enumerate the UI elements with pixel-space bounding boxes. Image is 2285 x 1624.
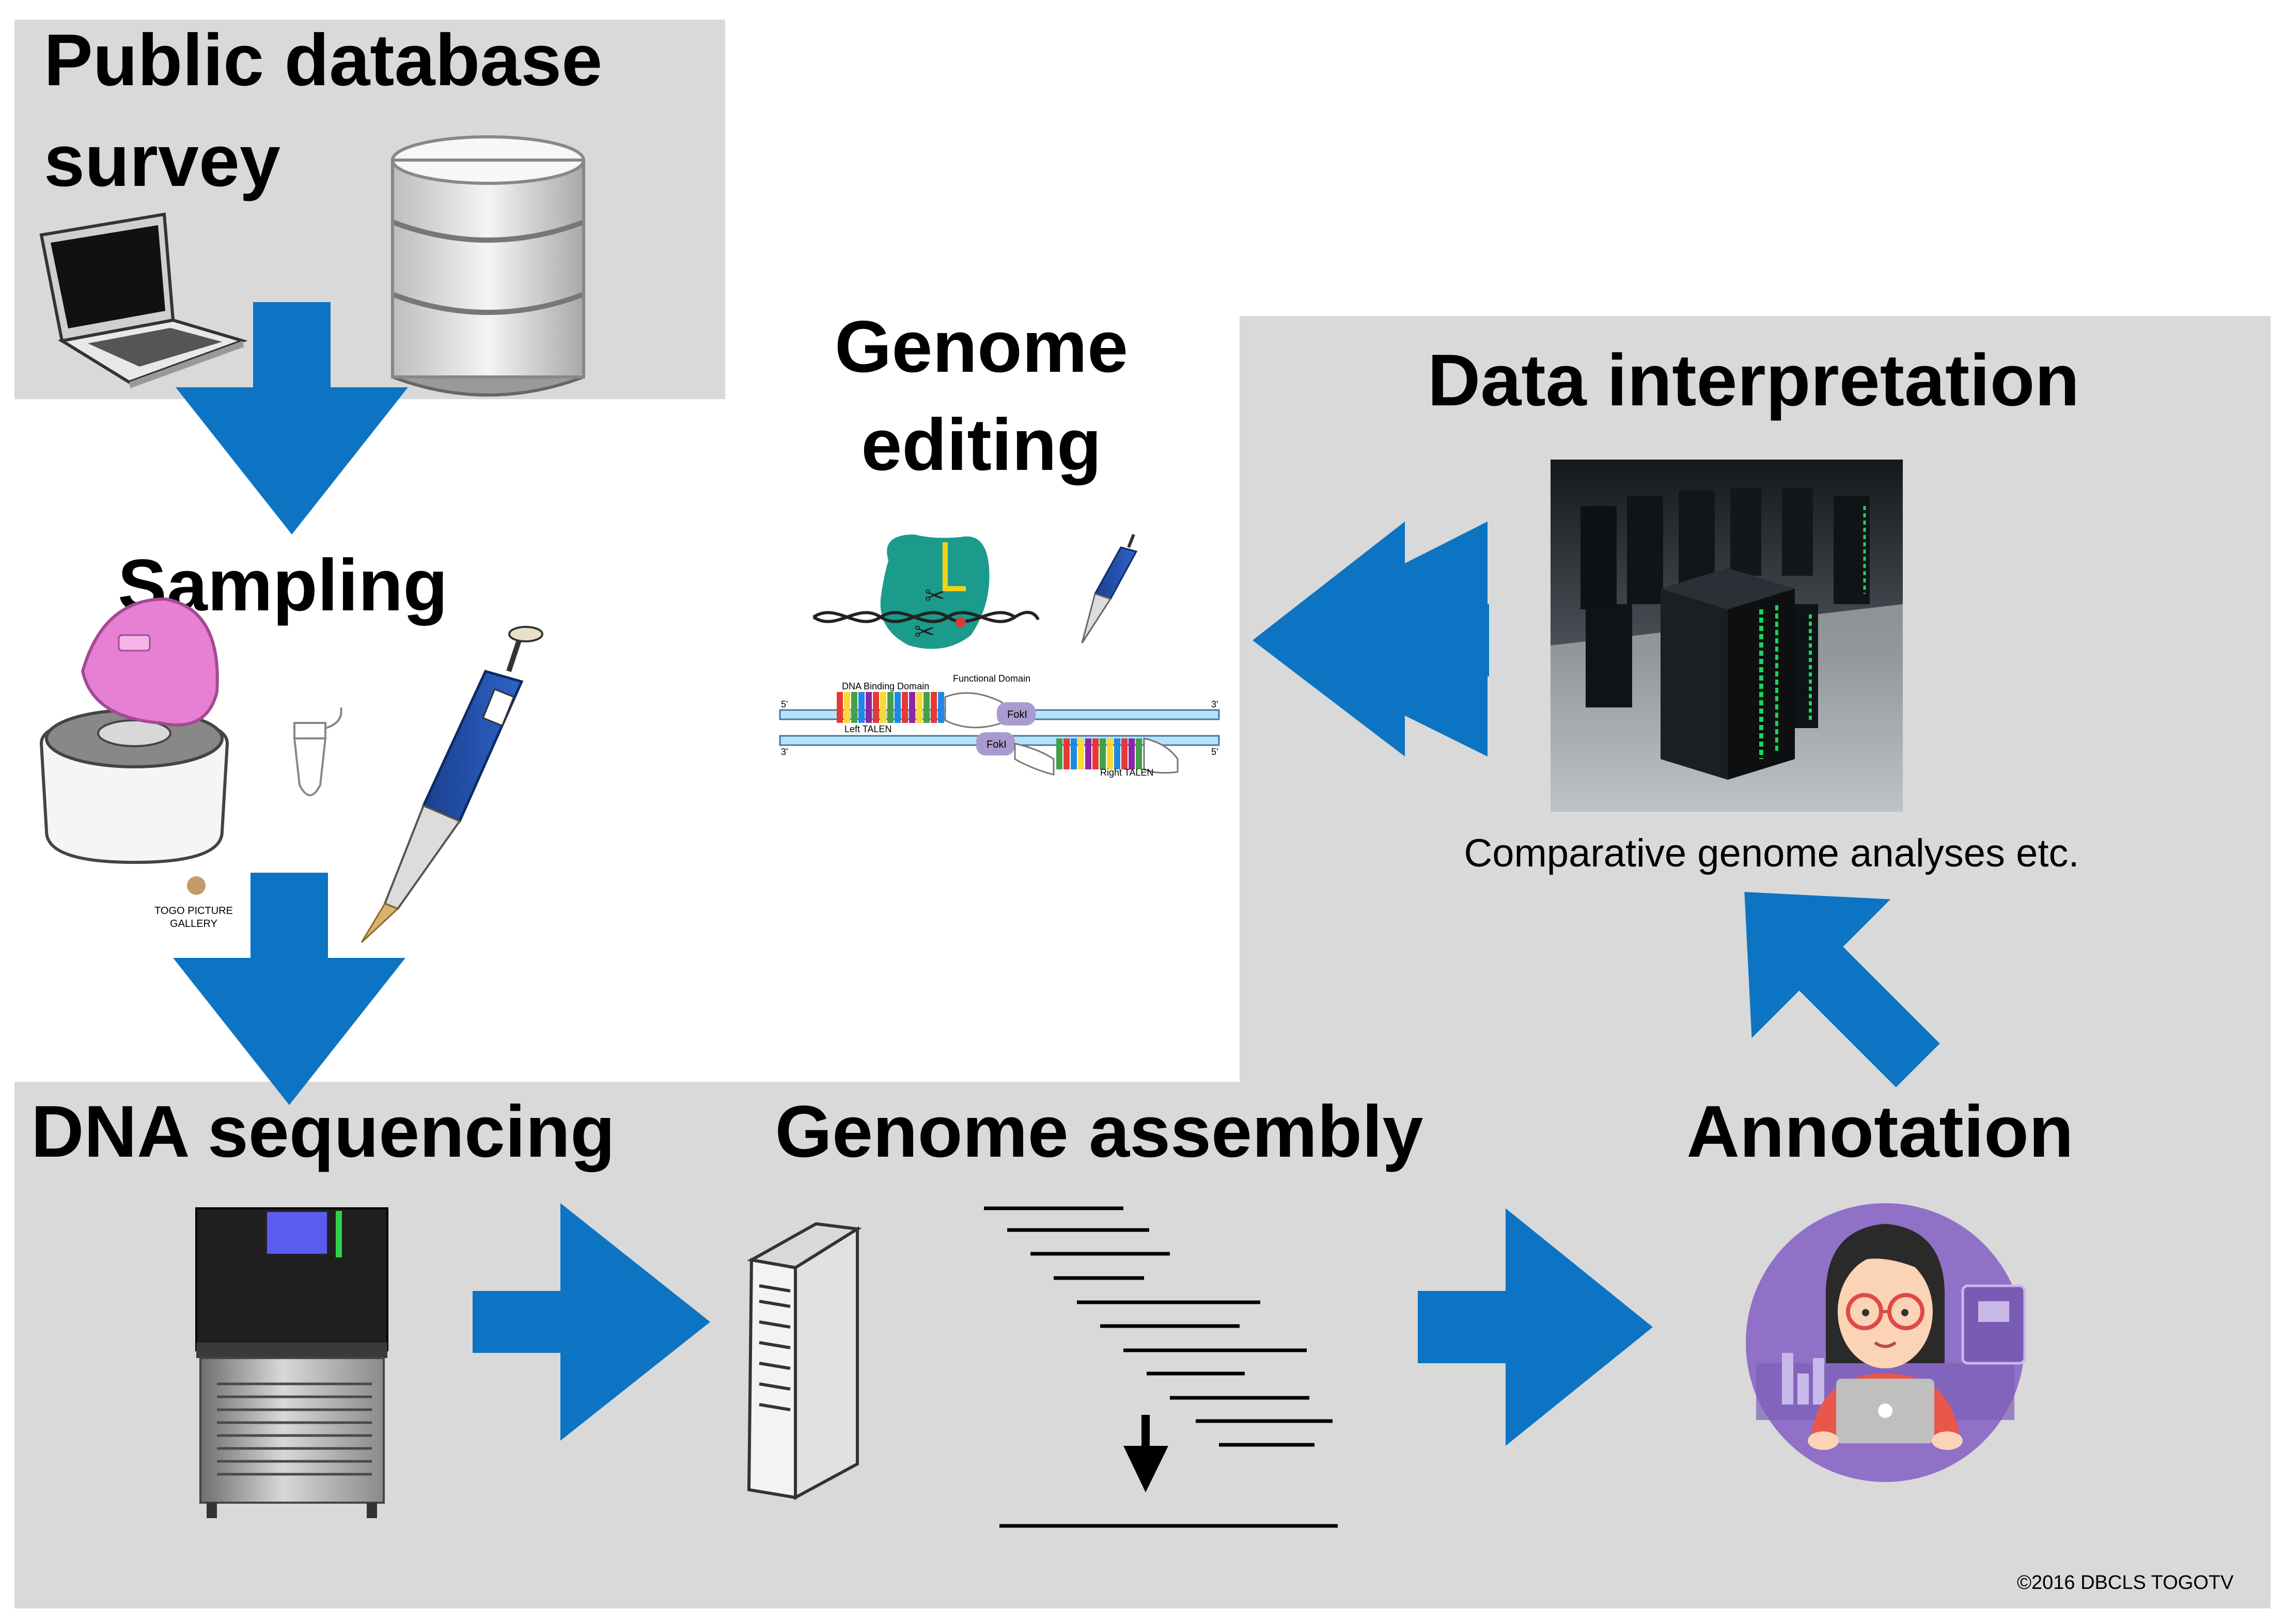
arrow-sequencing-to-assembly bbox=[473, 1203, 710, 1441]
arrow-interpretation-to-editing-body bbox=[1253, 522, 1488, 756]
watermark-line1: TOGO PICTURE bbox=[154, 905, 233, 917]
data-interpretation-caption: Comparative genome analyses etc. bbox=[1464, 831, 2079, 875]
arrow-survey-to-sampling bbox=[176, 302, 408, 534]
scissors-icon-bottom: ✂ bbox=[914, 618, 935, 647]
right-talen-repeats bbox=[1056, 738, 1142, 769]
foki-bottom-label: FokI bbox=[987, 739, 1007, 750]
scissors-icon-top: ✂ bbox=[925, 581, 945, 610]
server-rack-icon bbox=[1551, 460, 1903, 812]
togo-picture-gallery-logo: TOGO PICTURE GALLERY bbox=[154, 876, 233, 929]
public-database-title-line2: survey bbox=[44, 120, 280, 202]
left-talen-label: Left TALEN bbox=[844, 724, 891, 734]
down-arrow-icon bbox=[1123, 1415, 1168, 1492]
three-prime-right: 3' bbox=[1211, 699, 1218, 709]
three-prime-left: 3' bbox=[781, 747, 788, 757]
arrow-annotation-to-interpretation bbox=[1744, 892, 1940, 1087]
dna-sequencing-title: DNA sequencing bbox=[31, 1091, 615, 1173]
foki-top-label: FokI bbox=[1007, 709, 1027, 720]
annotation-title: Annotation bbox=[1686, 1091, 2073, 1173]
five-prime-left: 5' bbox=[781, 699, 788, 709]
pipette-small-icon bbox=[1081, 533, 1138, 643]
database-icon bbox=[391, 135, 585, 397]
laptop-icon bbox=[39, 212, 248, 388]
copyright-footer: ©2016 DBCLS TOGOTV bbox=[2017, 1572, 2234, 1594]
tube-icon bbox=[293, 707, 342, 796]
public-database-title-line1: Public database bbox=[44, 19, 602, 101]
researcher-avatar-icon bbox=[1746, 1203, 2026, 1482]
genome-editing-title-line1: Genome bbox=[835, 306, 1128, 388]
data-interpretation-title: Data interpretation bbox=[1428, 339, 2079, 421]
left-talen-repeats bbox=[837, 692, 944, 723]
reads-alignment-icon bbox=[984, 1206, 1338, 1528]
dna-binding-domain-label: DNA Binding Domain bbox=[842, 681, 929, 691]
computer-tower-icon bbox=[747, 1222, 862, 1501]
centrifuge-icon bbox=[39, 597, 229, 864]
five-prime-right: 5' bbox=[1211, 747, 1218, 757]
arrow-interpretation-to-editing-shaft bbox=[1486, 604, 1489, 676]
cas9-icon: ✂ ✂ bbox=[812, 534, 1040, 649]
genome-assembly-title: Genome assembly bbox=[775, 1091, 1423, 1173]
sequencer-icon bbox=[195, 1207, 388, 1518]
arrow-sampling-to-sequencing bbox=[173, 873, 405, 1105]
talen-diagram: 5' 3' 3' 5' FokI FokI DNA Bi bbox=[779, 673, 1220, 778]
right-talen-label: Right TALEN bbox=[1100, 767, 1153, 778]
pipette-icon bbox=[361, 626, 543, 943]
genome-editing-title-line2: editing bbox=[861, 404, 1101, 486]
functional-domain-label: Functional Domain bbox=[953, 673, 1030, 684]
watermark-line2: GALLERY bbox=[170, 918, 217, 929]
arrow-assembly-to-annotation bbox=[1418, 1208, 1653, 1446]
